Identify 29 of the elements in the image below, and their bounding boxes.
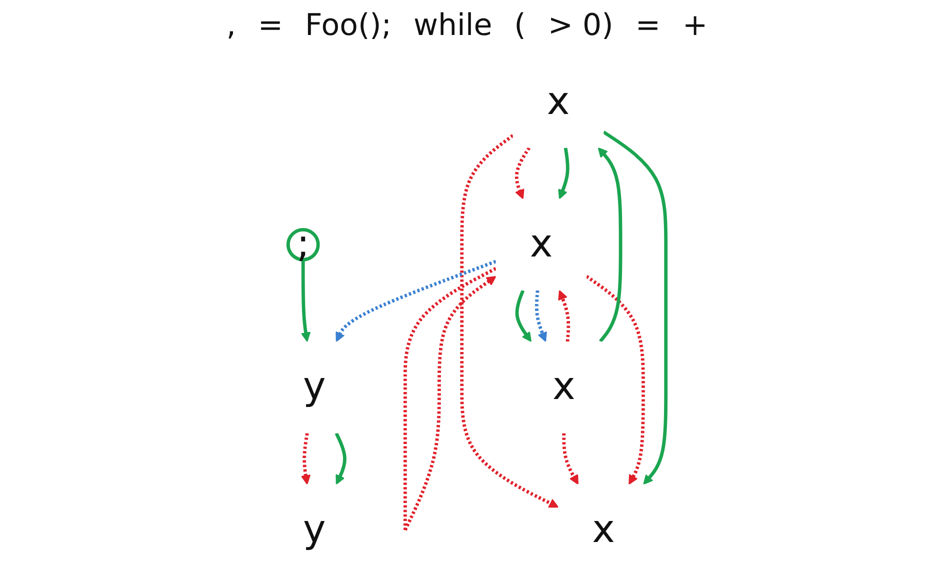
arrow (534, 290, 546, 342)
node-text: x (592, 506, 614, 552)
code-token: + (682, 8, 708, 43)
code-token: while (413, 8, 492, 43)
arrow (335, 260, 496, 342)
node-text: y (302, 364, 326, 410)
arrow (334, 432, 346, 485)
arrow (300, 432, 310, 485)
node-text: x (552, 364, 575, 410)
code-token: = (258, 8, 284, 43)
code-token: , (226, 8, 236, 43)
arrow (562, 433, 578, 485)
code-token: Foo(); (305, 8, 392, 43)
arrow (514, 146, 530, 200)
code-token: ( (514, 8, 526, 43)
arrow (460, 134, 558, 508)
node-text: x (529, 221, 552, 267)
arrow (585, 275, 644, 485)
arrow (558, 148, 569, 200)
arrow (514, 290, 532, 342)
arrow (602, 130, 668, 485)
arrow (300, 260, 310, 342)
node-text: x (546, 78, 570, 124)
arrow (558, 290, 570, 342)
code-token: = (635, 8, 660, 43)
code-token: > 0) (548, 8, 614, 43)
node-text: y (302, 506, 326, 552)
arrow (597, 147, 622, 343)
node-circle: ; (286, 228, 320, 262)
